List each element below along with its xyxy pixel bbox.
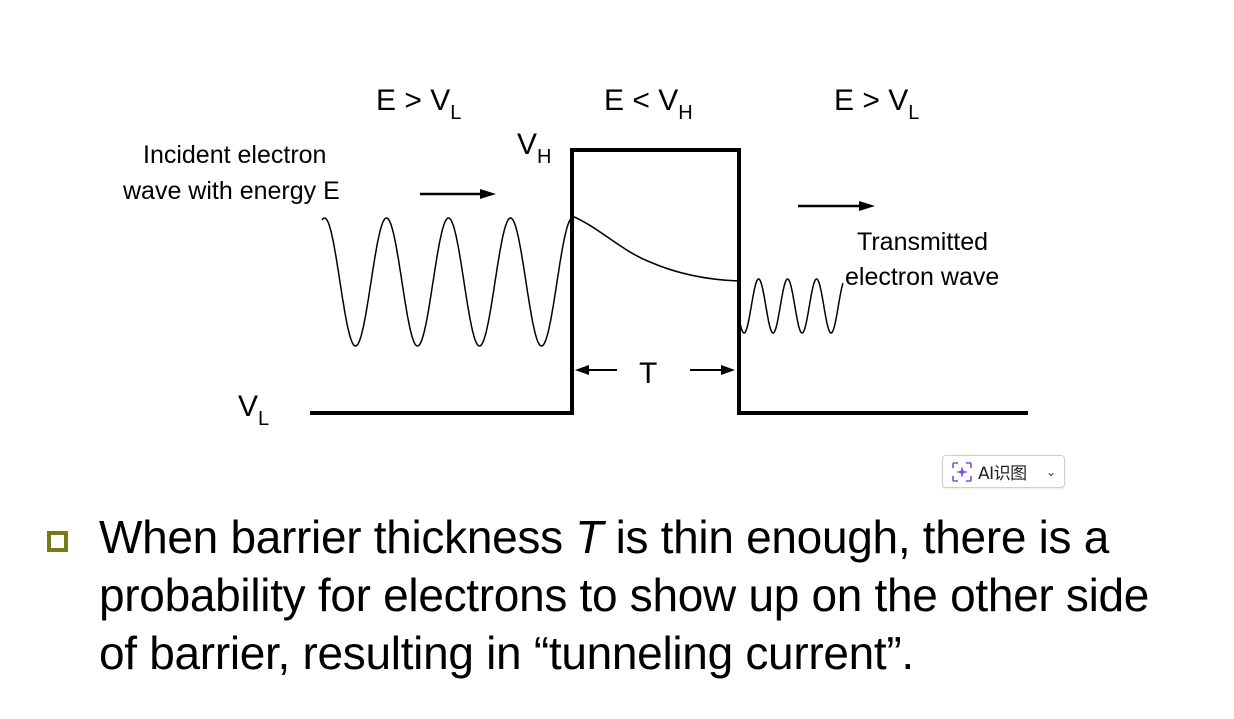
bullet-line-1: When barrier thickness T is thin enough,… bbox=[99, 511, 1109, 563]
incident-arrow-head bbox=[480, 189, 496, 199]
transmitted-wave bbox=[738, 278, 844, 334]
low-potential-label: VL bbox=[238, 390, 269, 430]
thickness-label: T bbox=[639, 357, 657, 390]
bullet-line-3: of barrier, resulting in “tunneling curr… bbox=[99, 627, 914, 679]
bullet-line-2: probability for electrons to show up on … bbox=[99, 569, 1150, 621]
square-bullet-icon bbox=[47, 531, 68, 552]
incident-wave-label-line2: wave with energy E bbox=[122, 177, 340, 205]
incident-wave-label-line1: Incident electron bbox=[143, 141, 326, 169]
sparkle-scan-icon bbox=[952, 461, 972, 482]
ai-image-recognition-button[interactable]: AI识图 ⌄ bbox=[942, 455, 1065, 488]
tunneling-barrier-diagram: E > VL E < VH E > VL VH VL Incident elec… bbox=[122, 84, 1028, 430]
region-label-left: E > VL bbox=[376, 84, 461, 124]
transmitted-wave-label-line2: electron wave bbox=[845, 263, 999, 291]
ai-button-label: AI识图 bbox=[978, 464, 1027, 484]
region-label-right: E > VL bbox=[834, 84, 919, 124]
transmitted-arrow-head bbox=[859, 201, 875, 211]
thickness-arrow-right-head bbox=[721, 365, 735, 375]
potential-profile bbox=[310, 148, 1028, 415]
bullet-text: When barrier thickness T is thin enough,… bbox=[99, 508, 1229, 682]
barrier-height-label: VH bbox=[517, 128, 551, 168]
region-label-middle: E < VH bbox=[604, 84, 693, 124]
thickness-arrow-left-head bbox=[575, 365, 589, 375]
transmitted-wave-label-line1: Transmitted bbox=[857, 228, 988, 256]
chevron-down-icon[interactable]: ⌄ bbox=[1045, 464, 1056, 479]
evanescent-decay-wave bbox=[571, 215, 740, 282]
incident-wave bbox=[321, 217, 573, 347]
